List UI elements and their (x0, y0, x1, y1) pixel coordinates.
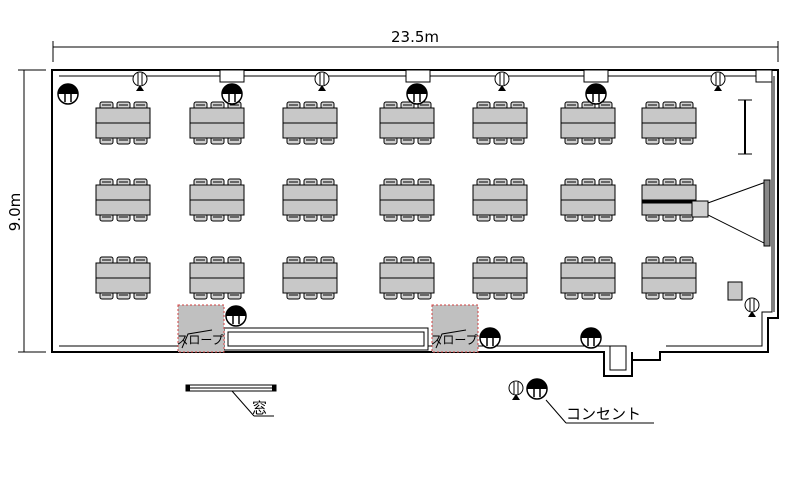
table (472, 277, 528, 294)
table (282, 107, 338, 124)
table (282, 277, 338, 294)
width-dimension-label: 23.5m (391, 28, 439, 46)
table (560, 277, 616, 294)
table (641, 107, 697, 124)
bottom-window (223, 327, 429, 351)
table (379, 122, 435, 139)
wall-outlet-icon (710, 71, 726, 91)
table-group (379, 101, 435, 145)
floor-outlet-icon (526, 378, 548, 400)
slope-left-label: スロープ (176, 333, 223, 347)
floor-outlet-icon (225, 305, 247, 327)
table (95, 184, 151, 201)
legend-outlet-label: コンセント (566, 405, 641, 423)
table (641, 277, 697, 294)
table-group (282, 101, 338, 145)
wall-outlet-icon (314, 71, 330, 91)
table-group (560, 101, 616, 145)
table (95, 107, 151, 124)
table (472, 107, 528, 124)
height-dimension-label: 9.0m (6, 193, 24, 231)
table (560, 199, 616, 216)
table (560, 184, 616, 201)
table (189, 107, 245, 124)
slope-right-label: スロープ (430, 333, 477, 347)
projector-screen (642, 179, 771, 247)
table (95, 122, 151, 139)
table-grid (95, 101, 697, 300)
floor-outlet-icon (406, 83, 428, 105)
table (379, 107, 435, 124)
table-group (189, 101, 245, 145)
table (282, 122, 338, 139)
floor-outlet-icon (580, 327, 602, 349)
table-group (189, 178, 245, 222)
table-group (641, 101, 697, 145)
table-group (641, 178, 697, 222)
table (95, 277, 151, 294)
table (379, 262, 435, 279)
table (641, 122, 697, 139)
table-group (379, 256, 435, 300)
wall-outlet-icon (494, 71, 510, 91)
wall-outlet-icon (744, 297, 760, 317)
floor-outlet-icon (221, 83, 243, 105)
wall-outlet-icon (508, 380, 524, 400)
room-walls (51, 69, 779, 377)
table (379, 277, 435, 294)
width-dimension: 23.5m (52, 28, 779, 62)
table (282, 199, 338, 216)
slope-left: スロープ (176, 304, 225, 353)
table (641, 184, 697, 201)
table (189, 262, 245, 279)
table (641, 262, 697, 279)
table (189, 199, 245, 216)
table (379, 184, 435, 201)
table (560, 262, 616, 279)
table (560, 122, 616, 139)
table (189, 184, 245, 201)
legend-window: 窓 (185, 384, 277, 417)
table-group (472, 101, 528, 145)
floor-outlet-icon (479, 327, 501, 349)
legend-window-label: 窓 (252, 399, 267, 417)
height-dimension: 9.0m (6, 69, 46, 353)
table (189, 277, 245, 294)
podium (727, 281, 743, 301)
floor-outlet-icon (585, 83, 607, 105)
table-group (282, 178, 338, 222)
table (95, 262, 151, 279)
table (95, 199, 151, 216)
table (282, 184, 338, 201)
table-group (189, 256, 245, 300)
floor-outlet-icon (57, 83, 79, 105)
table (189, 122, 245, 139)
slope-right: スロープ (430, 304, 479, 353)
table (472, 122, 528, 139)
whiteboard (738, 99, 752, 155)
table (472, 199, 528, 216)
top-alcoves (219, 69, 773, 83)
table-group (95, 256, 151, 300)
table (560, 107, 616, 124)
table-group (95, 178, 151, 222)
table (472, 184, 528, 201)
table-group (379, 178, 435, 222)
table (379, 199, 435, 216)
table-group (472, 256, 528, 300)
table-group (95, 101, 151, 145)
table (282, 262, 338, 279)
legend-outlet: コンセント (508, 378, 654, 424)
table-group (472, 178, 528, 222)
table-group (641, 256, 697, 300)
outlets (57, 71, 760, 349)
wall-outlet-icon (132, 71, 148, 91)
table (472, 262, 528, 279)
table-group (282, 256, 338, 300)
table-group (560, 178, 616, 222)
table-group (560, 256, 616, 300)
